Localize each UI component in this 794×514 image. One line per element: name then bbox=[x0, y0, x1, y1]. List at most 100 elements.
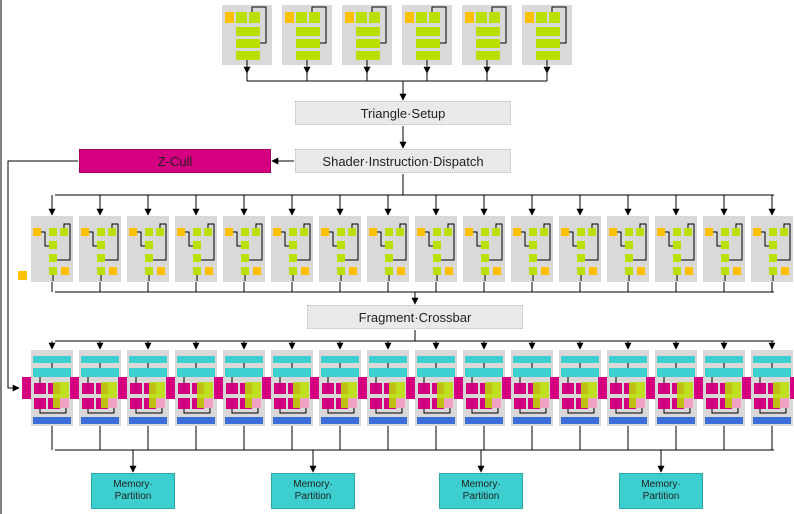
rop-pink-block bbox=[636, 398, 645, 408]
fragment-shader-block bbox=[252, 228, 260, 236]
z-cull-link-block bbox=[646, 377, 655, 399]
z-cull-link-block bbox=[22, 377, 31, 399]
fragment-shader-block bbox=[396, 228, 404, 236]
fragment-shader-block bbox=[97, 254, 105, 262]
fragment-shader-block bbox=[49, 267, 57, 275]
fragment-shader-block bbox=[289, 241, 297, 249]
rop-internal-line bbox=[663, 408, 691, 414]
memory-partition-label-line1: Memory· bbox=[113, 479, 153, 490]
fragment-unit bbox=[223, 216, 265, 282]
z-cull-link-block bbox=[262, 377, 271, 399]
vertex-shader-block bbox=[296, 39, 320, 48]
vertex-feedback-path bbox=[371, 6, 387, 44]
fragment-shader-block bbox=[769, 254, 777, 262]
z-cull-return-block bbox=[18, 271, 27, 280]
fragment-shader-block bbox=[481, 254, 489, 262]
vertex-shader-block bbox=[356, 12, 367, 23]
texture-cache-block bbox=[397, 267, 405, 275]
rop-blue-block bbox=[129, 417, 167, 424]
vertex-shader-block bbox=[416, 51, 440, 60]
rop-blue-block bbox=[33, 417, 71, 424]
fragment-shader-block bbox=[673, 254, 681, 262]
texture-fetch-block bbox=[705, 228, 713, 236]
fragment-shader-block bbox=[49, 254, 57, 262]
fragment-feedback-path bbox=[681, 223, 695, 261]
memory-partition-label-line1: Memory· bbox=[293, 479, 333, 490]
rop-teal-block bbox=[705, 356, 743, 363]
rop-pink-block bbox=[156, 398, 165, 408]
rop-pink-block bbox=[396, 398, 405, 408]
rop-z-block bbox=[754, 383, 766, 394]
fragment-shader-block bbox=[769, 228, 777, 236]
fragment-shader-block bbox=[385, 254, 393, 262]
fragment-unit bbox=[655, 216, 697, 282]
texture-fetch-block bbox=[321, 228, 329, 236]
z-cull-link-block bbox=[598, 377, 607, 399]
vertex-shader-block bbox=[416, 39, 440, 48]
fragment-feedback-path bbox=[153, 223, 167, 261]
fragment-shader-block bbox=[108, 228, 116, 236]
rop-blue-block bbox=[609, 417, 647, 424]
rop-teal-block bbox=[129, 356, 167, 363]
vertex-shader-block bbox=[536, 12, 547, 23]
vertex-unit bbox=[342, 5, 392, 74]
rop-internal-line bbox=[39, 408, 67, 414]
texture-cache-block bbox=[109, 267, 117, 275]
rop-teal-block bbox=[321, 368, 359, 377]
vertex-shader-block bbox=[536, 27, 560, 36]
fragment-shader-block bbox=[673, 241, 681, 249]
texture-fetch-block bbox=[129, 228, 137, 236]
fragment-shader-block bbox=[780, 228, 788, 236]
rop-blue-block bbox=[465, 417, 503, 424]
fragment-internal-path bbox=[617, 231, 625, 247]
rop-teal-block bbox=[177, 368, 215, 377]
fragment-unit bbox=[319, 216, 361, 282]
texture-cache-block bbox=[493, 267, 501, 275]
fragment-shader-block bbox=[625, 254, 633, 262]
texture-fetch-block bbox=[561, 228, 569, 236]
fragment-crossbar-box: Fragment·Crossbar bbox=[307, 305, 523, 329]
rop-internal-line bbox=[135, 408, 163, 414]
fragment-shader-block bbox=[540, 228, 548, 236]
rop-unit bbox=[703, 350, 745, 426]
fragment-shader-block bbox=[193, 228, 201, 236]
vertex-unit bbox=[522, 5, 572, 74]
vertex-shader-block bbox=[356, 39, 380, 48]
rop-internal-line bbox=[279, 408, 307, 414]
rop-teal-block bbox=[417, 356, 455, 363]
texture-fetch-block bbox=[753, 228, 761, 236]
rop-blue-block bbox=[513, 417, 551, 424]
vertex-unit bbox=[282, 5, 332, 74]
memory-partition-4: Memory· Partition bbox=[619, 473, 703, 509]
vertex-shader-block bbox=[429, 12, 440, 23]
fragment-unit bbox=[175, 216, 217, 282]
rop-z-block bbox=[706, 383, 718, 394]
rop-pink-block bbox=[348, 398, 357, 408]
rop-z-block bbox=[514, 383, 526, 394]
z-cull-link-block bbox=[166, 377, 175, 399]
vertex-shader-block bbox=[309, 12, 320, 23]
fragment-shader-block bbox=[684, 228, 692, 236]
fragment-shader-block bbox=[385, 228, 393, 236]
rop-internal-line bbox=[567, 408, 595, 414]
vertex-shader-block bbox=[489, 12, 500, 23]
rop-internal-line bbox=[375, 408, 403, 414]
fragment-feedback-path bbox=[537, 223, 551, 261]
rop-teal-block bbox=[33, 368, 71, 377]
rop-teal-block bbox=[705, 368, 743, 377]
rop-teal-block bbox=[129, 368, 167, 377]
texture-fetch-block bbox=[417, 228, 425, 236]
fragment-shader-block bbox=[433, 241, 441, 249]
rop-z-block bbox=[274, 398, 286, 409]
texture-cache-block bbox=[205, 267, 213, 275]
rop-internal-line bbox=[471, 408, 499, 414]
fragment-shader-block bbox=[145, 241, 153, 249]
fragment-shader-block bbox=[577, 241, 585, 249]
fragment-shader-block bbox=[289, 228, 297, 236]
rop-teal-block bbox=[609, 368, 647, 377]
rop-teal-block bbox=[657, 368, 695, 377]
rop-teal-block bbox=[753, 368, 791, 377]
vertex-unit bbox=[402, 5, 452, 74]
vertex-feedback-path bbox=[251, 6, 267, 44]
fragment-shader-block bbox=[577, 254, 585, 262]
